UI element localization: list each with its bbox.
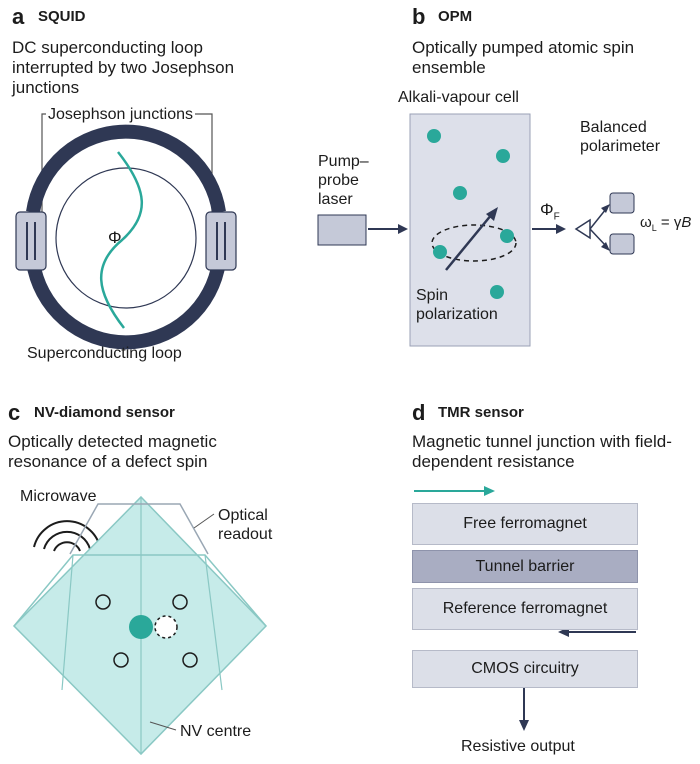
- microwave-label: Microwave: [20, 488, 97, 505]
- panel-c-description: Optically detected magnetic resonance of…: [8, 432, 217, 471]
- spin-polarization-arrow: [445, 213, 493, 271]
- optical-readout-beam: [69, 503, 209, 555]
- precession-ellipse: [431, 224, 517, 262]
- nitrogen-atom: [129, 615, 153, 639]
- nv-centre-pointer: [149, 721, 177, 731]
- lattice-site: [113, 652, 129, 668]
- larmor-equation: ωL = γB: [640, 214, 692, 233]
- panel-a-description: DC superconducting loop interrupted by t…: [12, 38, 235, 97]
- opm-diagram: [317, 113, 635, 347]
- superconducting-loop-bottom: [26, 260, 226, 350]
- photodetector-bottom: [609, 233, 635, 255]
- lattice-site: [95, 594, 111, 610]
- atom: [433, 245, 447, 259]
- pump-probe-laser-box: [317, 214, 367, 246]
- polarimeter-label-line2: polarimeter: [580, 138, 661, 155]
- optical-readout-label-line1: Optical: [218, 507, 268, 524]
- panel-b-title: OPM: [438, 8, 473, 25]
- laser-label-line3: laser: [318, 191, 353, 208]
- josephson-junction-left: [15, 211, 47, 271]
- panel-c-title: NV-diamond sensor: [34, 404, 175, 421]
- flux-area-circle: [55, 167, 197, 309]
- nv-centre-label: NV centre: [180, 723, 252, 740]
- polarimeter-label-line1: Balanced: [580, 119, 647, 136]
- faraday-rotation-label: ΦF: [540, 200, 560, 223]
- flux-symbol: Φ: [108, 228, 122, 247]
- josephson-junctions-label: Josephson junctions: [46, 105, 195, 124]
- optical-readout-label-line2: readout: [218, 526, 273, 543]
- panel-b-description: Optically pumped atomic spin ensemble: [412, 38, 635, 77]
- superconducting-loop-top: [26, 124, 226, 214]
- cmos-circuitry-layer: CMOS circuitry: [412, 650, 638, 688]
- atom: [496, 149, 510, 163]
- panel-d-description: Magnetic tunnel junction with field-depe…: [412, 432, 672, 471]
- panel-a-title: SQUID: [38, 8, 86, 25]
- laser-label-line2: probe: [318, 172, 359, 189]
- panel-d-title: TMR sensor: [438, 404, 524, 421]
- panel-c-letter: c: [8, 400, 21, 425]
- josephson-junction-right: [205, 211, 237, 271]
- atom: [453, 186, 467, 200]
- beam-splitter: [574, 218, 591, 240]
- atom: [500, 229, 514, 243]
- atom: [490, 285, 504, 299]
- panel-d-letter: d: [412, 400, 426, 425]
- microwave-icon: [33, 520, 101, 548]
- lattice-site: [182, 652, 198, 668]
- spin-label-line1: Spin: [416, 287, 449, 304]
- lattice-site: [172, 594, 188, 610]
- superconducting-loop-label: Superconducting loop: [27, 345, 182, 362]
- flux-line: [99, 151, 144, 329]
- laser-label-line1: Pump–: [318, 153, 369, 170]
- alkali-vapour-cell-label: Alkali-vapour cell: [398, 89, 519, 106]
- free-ferromagnet-layer: Free ferromagnet: [412, 503, 638, 545]
- panel-b-letter: b: [412, 4, 426, 29]
- vacancy: [154, 615, 178, 639]
- squid-diagram: [15, 113, 237, 350]
- photodetector-top: [609, 192, 635, 214]
- atom: [427, 129, 441, 143]
- spin-label-line2: polarization: [416, 306, 498, 323]
- resistive-output-label: Resistive output: [461, 738, 575, 755]
- tunnel-barrier-layer: Tunnel barrier: [412, 550, 638, 583]
- nv-diagram: [12, 495, 268, 756]
- reference-ferromagnet-layer: Reference ferromagnet: [412, 588, 638, 630]
- panel-a-letter: a: [12, 4, 25, 29]
- tmr-diagram: [414, 486, 636, 731]
